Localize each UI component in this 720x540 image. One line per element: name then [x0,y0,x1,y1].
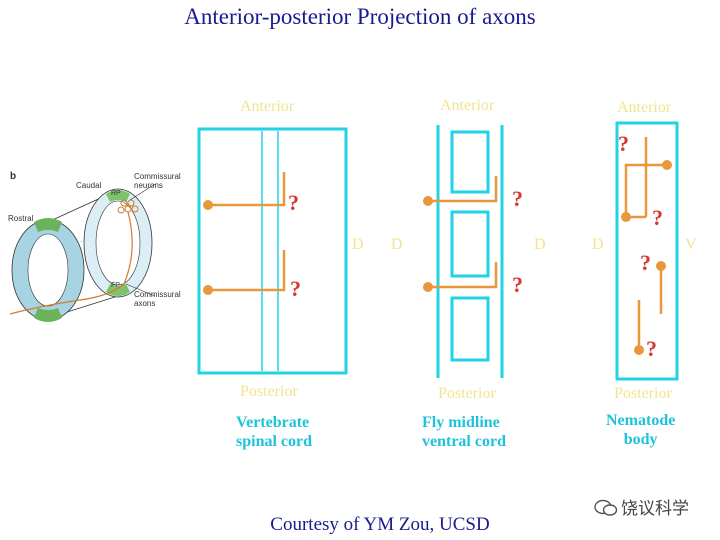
fly-lower-axon [428,262,498,289]
fly-posterior-label: Posterior [438,385,496,402]
panel-letter: b [10,171,17,182]
spinal-cord-illustration [9,183,156,322]
vertebrate-outline [197,127,348,375]
fly-question-lower: ? [512,272,523,297]
vertebrate-upper-axon [208,172,286,207]
nematode-panel-drawing [615,121,679,381]
label-rostral: Rostral [8,214,34,223]
caudal-ring-inner [95,200,141,286]
slide-credit: Courtesy of YM Zou, UCSD [270,514,490,535]
vertebrate-posterior-label: Posterior [240,383,298,400]
nematode-question-2: ? [652,205,663,230]
fly-segment-3 [450,296,490,362]
fly-caption: Fly midline ventral cord [422,414,506,450]
vertebrate-lower-axon [208,250,286,292]
roof-plate [106,190,130,202]
label-fp: FP [111,282,120,289]
fly-side-label-right: D [534,236,546,253]
commissural-neuron-cluster [117,199,139,214]
rostral-floor-plate [34,308,62,322]
nematode-posterior-label: Posterior [614,385,672,402]
slide-title: Anterior-posterior Projection of axons [184,4,536,29]
rostral-roof-plate [34,218,62,232]
fly-side-label-left: D [391,236,403,253]
floor-plate [106,284,130,296]
vertebrate-panel-drawing [197,127,348,375]
fly-anterior-label: Anterior [440,97,495,114]
wechat-icon [594,499,618,516]
nematode-side-label-dorsal: D [592,236,604,253]
label-commissural-axons: Commissural axons [134,290,181,308]
watermark-text: 饶议科学 [621,499,689,519]
nematode-question-3: ? [640,250,651,275]
fly-panel-drawing [423,125,504,378]
nematode-question-1: ? [618,131,629,156]
nematode-side-label-ventral: V [685,236,697,253]
nematode-middle-neuron [621,212,631,222]
watermark: 饶议科学 [594,494,689,519]
fly-segment-1 [450,130,490,194]
nematode-caption: Nematode body [606,412,676,448]
commissural-axon-path [9,211,133,315]
fly-question-upper: ? [512,186,523,211]
pointer-neurons [129,183,156,201]
fly-upper-axon [428,176,498,203]
vertebrate-question-lower: ? [290,276,301,301]
pointer-axons [125,283,156,297]
vertebrate-anterior-label: Anterior [240,98,295,115]
vertebrate-question-upper: ? [288,190,299,215]
fly-segment-2 [450,210,490,278]
nematode-anterior-label: Anterior [617,99,672,116]
label-caudal: Caudal [76,181,102,190]
nematode-outline [615,121,679,381]
nematode-question-4: ? [646,336,657,361]
vertebrate-side-label: D [352,236,364,253]
vertebrate-caption: Vertebrate spinal cord [236,414,313,450]
rostral-ring-inner [27,233,69,307]
label-rp: RP [111,190,121,197]
label-commissural-neurons: Commissural neurons [134,172,181,190]
